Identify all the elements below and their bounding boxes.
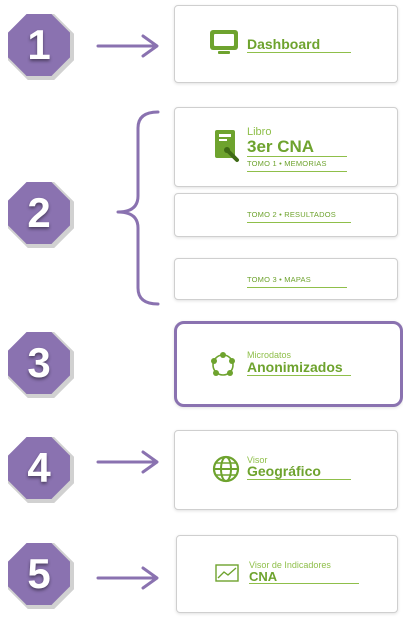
microdatos-prefix: Microdatos [247,350,292,360]
visor-prefix: Visor [247,455,268,465]
tomo-3-link[interactable]: TOMO 3 • MAPAS [247,275,311,284]
step-2-number: 2 [27,189,51,236]
tomo-1-link[interactable]: TOMO 1 • MEMORIAS [247,159,327,168]
step-1-number: 1 [27,21,51,68]
dashboard-card[interactable]: Dashboard [174,5,398,83]
microdatos-card[interactable]: Microdatos Anonimizados [174,321,403,407]
arrow-icon [96,566,159,590]
visor-indicadores-card[interactable]: Visor de Indicadores CNA [176,535,398,613]
step-4-number: 4 [27,444,51,491]
step-1-badge: 1 [8,14,70,76]
libro-prefix: Libro [247,126,272,138]
monitor-icon [210,30,238,54]
tomo-2-link[interactable]: TOMO 2 • RESULTADOS [247,210,336,219]
arrow-icon [96,450,159,474]
step-5-badge: 5 [8,543,70,605]
visor-geografico-card[interactable]: Visor Geográfico [174,430,398,510]
step-4-badge: 4 [8,437,70,499]
dashboard-label: Dashboard [247,36,321,52]
arrow-icon [96,34,159,58]
globe-icon [212,455,240,483]
network-icon [211,352,235,376]
step-2-badge: 2 [8,182,70,244]
step-3-number: 3 [27,339,51,386]
chart-icon [215,564,239,582]
indicadores-title: CNA [249,569,278,584]
microdatos-title: Anonimizados [247,359,343,375]
libro-title: 3er CNA [247,137,315,156]
tomo-3-card[interactable]: TOMO 3 • MAPAS [174,258,398,300]
step-3-badge: 3 [8,332,70,394]
tomo-2-card[interactable]: TOMO 2 • RESULTADOS [174,193,398,237]
libro-cna-card[interactable]: Libro 3er CNA TOMO 1 • MEMORIAS [174,107,398,187]
indicadores-prefix: Visor de Indicadores [249,560,331,570]
visor-title: Geográfico [247,463,321,479]
bracket-icon [116,110,160,306]
book-icon [215,130,239,162]
step-5-number: 5 [27,550,51,597]
